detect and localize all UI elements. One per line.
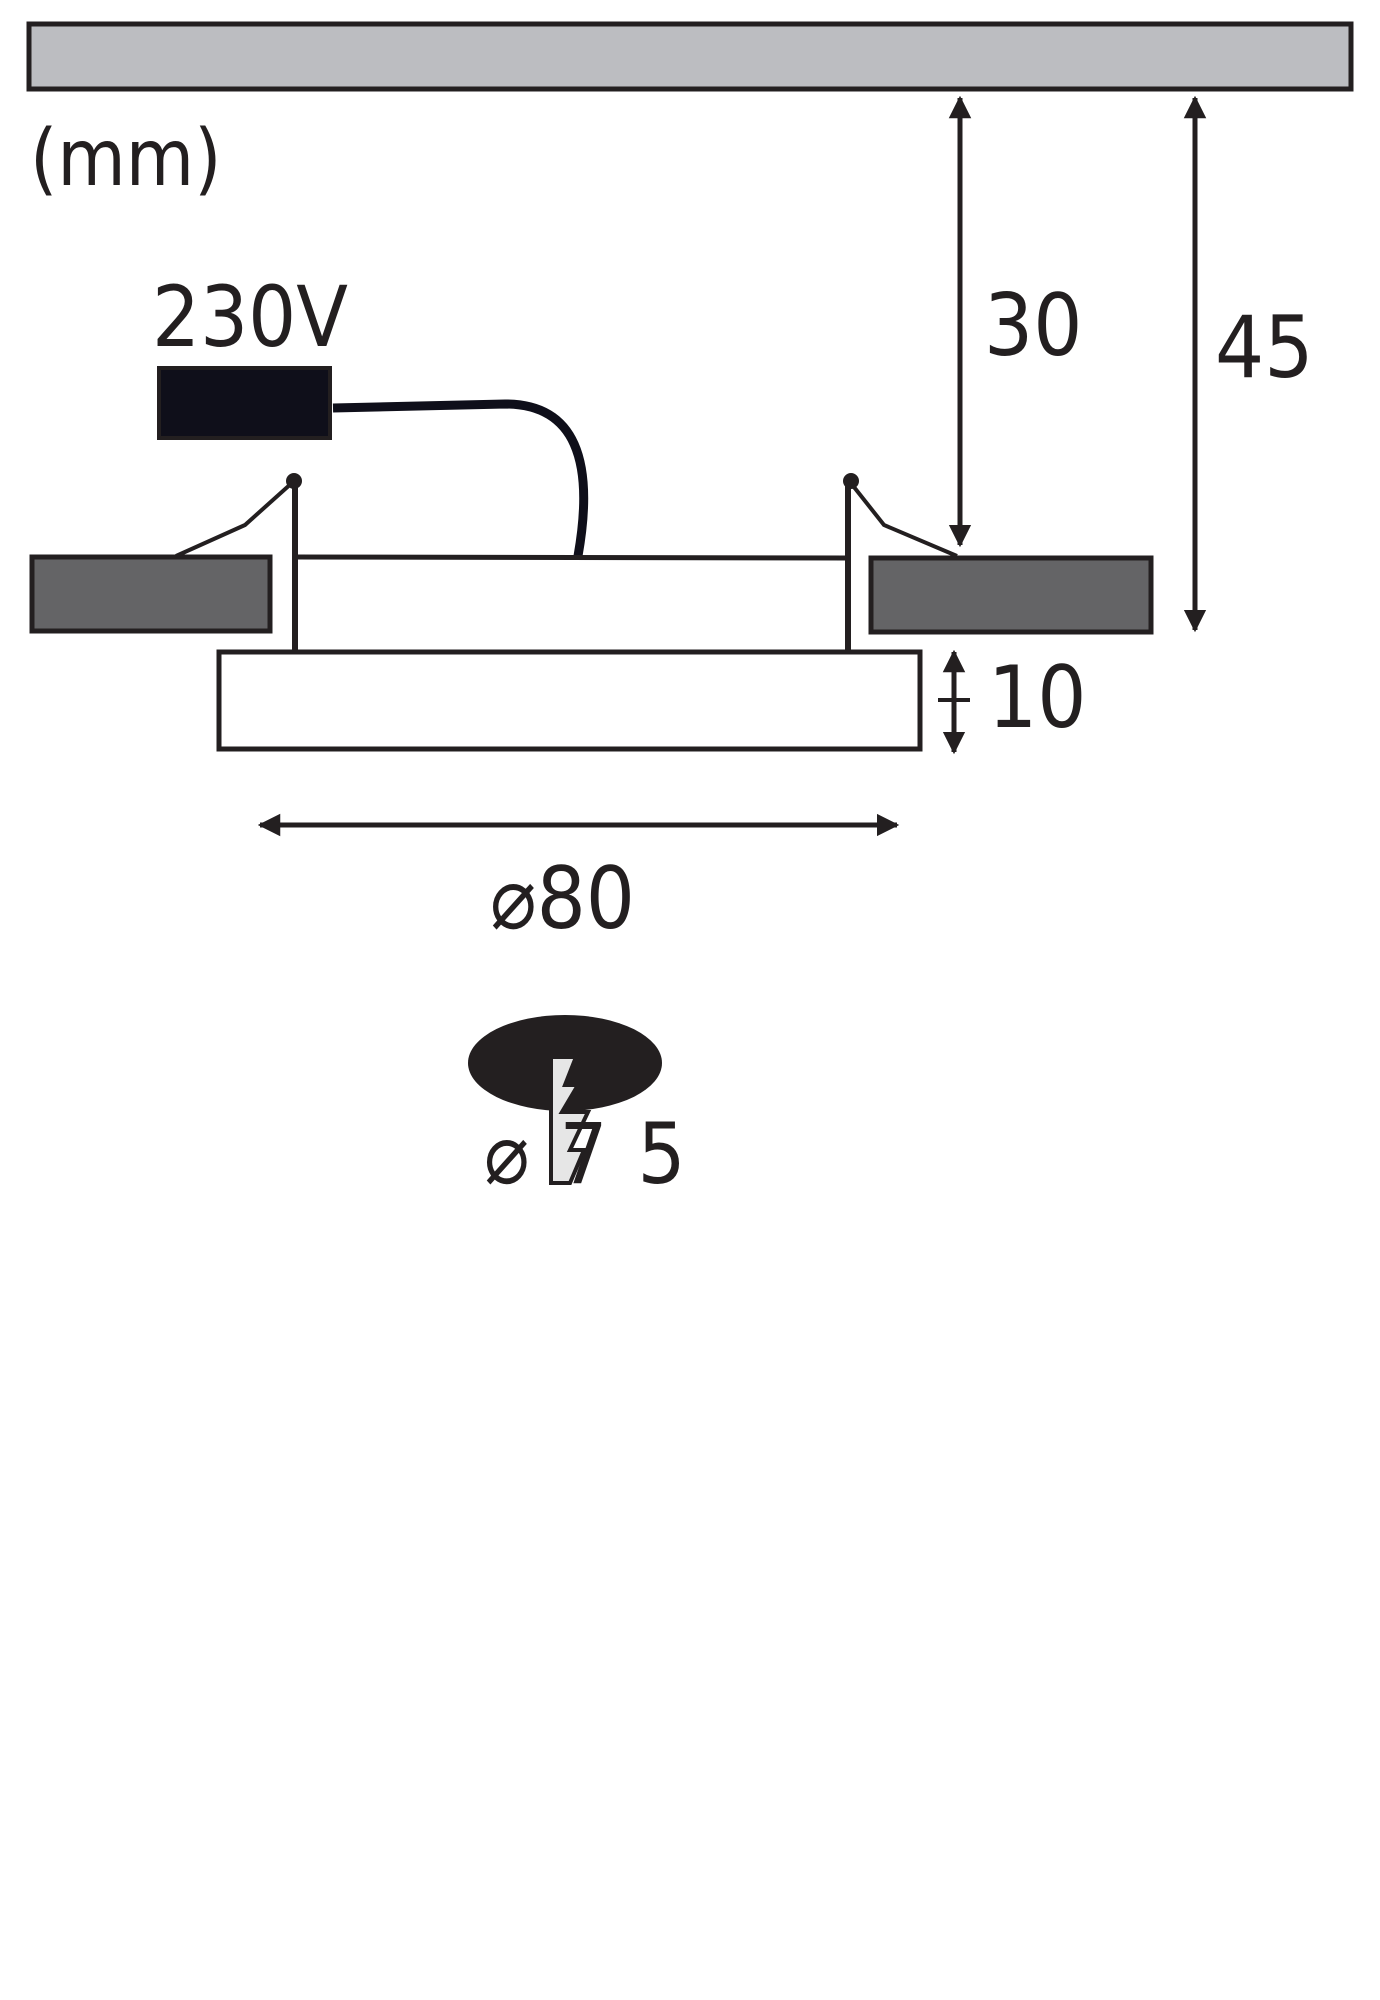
- dimension-label-10: 10: [988, 648, 1086, 748]
- spring-pivot-right: [843, 473, 859, 489]
- units-label: (mm): [30, 114, 222, 204]
- ceiling-board-left: [29, 554, 273, 634]
- power-cable: [332, 399, 589, 557]
- dimension-label-45: 45: [1215, 298, 1313, 398]
- ceiling-panel: [26, 21, 1354, 92]
- housing-top: [293, 554, 849, 561]
- lightning-icon: [549, 1055, 592, 1185]
- light-front-disc: [216, 649, 923, 752]
- ceiling-board-right: [868, 555, 1154, 635]
- voltage-label: 230V: [152, 268, 348, 366]
- dimension-label-80: ⌀80: [490, 849, 635, 949]
- dimension-label-75: ⌀75: [484, 1105, 716, 1203]
- spring-clip-left: [175, 480, 295, 558]
- spring-pivot-left: [286, 473, 302, 489]
- spring-clip-right: [848, 480, 958, 558]
- dimension-label-30: 30: [984, 276, 1082, 376]
- driver-box-icon: [157, 366, 332, 440]
